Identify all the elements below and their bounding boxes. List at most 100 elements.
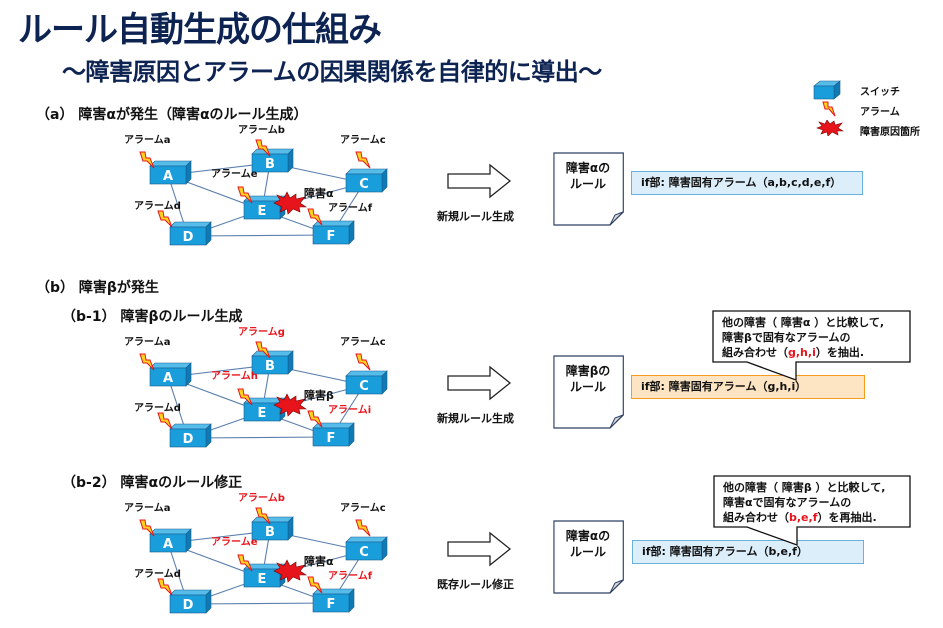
switch-node-e: E <box>243 397 286 422</box>
callout-highlight: g,h,i <box>788 346 816 359</box>
network-link <box>187 602 332 605</box>
arrow-label-b1: 新規ルール生成 <box>437 412 514 425</box>
alarm-lightning-icon <box>237 554 253 572</box>
alarm-label-d: アラームd <box>134 200 181 212</box>
right-arrow-icon <box>447 365 512 401</box>
rule-document-b1: 障害βの ルール <box>553 355 625 429</box>
document-icon <box>553 520 624 594</box>
alarm-label-b: アラームb <box>238 493 285 504</box>
switch-node-d: D <box>169 221 212 246</box>
callout-b1: 他の障害（ 障害α ）と比較して, 障害βで固有なアラームの 組み合わせ（g,h… <box>712 310 912 381</box>
switch-node-b: B <box>251 148 294 173</box>
failure-burst-icon <box>816 120 844 136</box>
failure-burst-icon <box>273 393 307 417</box>
switch-node-a: A <box>149 362 192 387</box>
switch-node-b: B <box>251 516 294 541</box>
callout-text: ）を抽出. <box>815 346 865 359</box>
rule-doc-subtitle: ルール <box>569 380 606 394</box>
callout-line-2: 障害βで固有なアラームの <box>722 331 851 344</box>
alarm-lightning-icon <box>157 412 173 430</box>
alarm-lightning-icon <box>255 507 271 525</box>
alarm-lightning-icon <box>307 410 323 428</box>
alarm-label-a: アラームa <box>124 336 170 348</box>
failure-label: 障害β <box>304 388 334 402</box>
callout-text: 組み合わせ（ <box>723 511 789 524</box>
section-b1-heading: （b-1） 障害βのルール生成 <box>62 309 243 325</box>
callout-line-1: 他の障害（ 障害α ）と比較して, <box>722 316 885 329</box>
legend-label-switch: スイッチ <box>860 87 900 98</box>
switch-node-label: E <box>258 204 267 219</box>
rule-doc-title: 障害αの <box>565 529 611 543</box>
alarm-lightning-icon <box>255 139 271 157</box>
switch-node-label: B <box>265 157 275 172</box>
switch-node-label: F <box>327 597 336 612</box>
switch-node-d: D <box>169 423 212 448</box>
legend-label-failure: 障害原因箇所 <box>860 127 920 138</box>
alarm-lightning-icon <box>157 578 173 596</box>
switch-node-f: F <box>312 422 355 447</box>
document-icon <box>553 355 624 429</box>
section-b-heading: （b） 障害βが発生 <box>36 280 159 296</box>
failure-label: 障害α <box>304 186 334 200</box>
legend-label-alarm: アラーム <box>860 107 900 118</box>
arrow-label-a: 新規ルール生成 <box>437 210 514 223</box>
alarm-label-a: アラームa <box>124 502 170 514</box>
alarm-label-b: アラームb <box>238 125 285 136</box>
switch-node-b: B <box>251 350 294 375</box>
alarm-label-g: アラームg <box>238 327 285 338</box>
switch-node-label: F <box>327 431 336 446</box>
alarm-label-i: アラームi <box>328 404 371 416</box>
switch-node-label: C <box>359 177 369 192</box>
alarm-lightning-icon <box>307 576 323 594</box>
switch-node-label: D <box>183 230 194 245</box>
rule-document-a: 障害αの ルール <box>553 152 625 226</box>
alarm-lightning-icon <box>355 519 371 537</box>
alarm-lightning-icon <box>139 353 155 371</box>
switch-node-label: A <box>163 537 173 552</box>
page-title: ルール自動生成の仕組み <box>18 10 382 50</box>
rule-doc-title: 障害βの <box>565 364 611 378</box>
alarm-label-f: アラームf <box>328 202 373 214</box>
switch-node-c: C <box>345 168 388 193</box>
switch-node-label: A <box>163 169 173 184</box>
if-clause-a: if部: 障害固有アラーム（a,b,c,d,e,f） <box>631 171 863 195</box>
network-link <box>187 234 332 237</box>
document-icon <box>553 152 624 226</box>
callout-text: ）を再抽出. <box>817 511 877 524</box>
alarm-label-e: アラームe <box>211 536 258 548</box>
alarm-lightning-icon <box>237 186 253 204</box>
section-a-heading: （a） 障害αが発生（障害αのルール生成） <box>36 107 308 123</box>
alarm-lightning-icon <box>355 151 371 169</box>
callout-line-3: 組み合わせ（b,e,f）を再抽出. <box>723 510 885 525</box>
switch-node-c: C <box>345 370 388 395</box>
switch-node-label: A <box>163 371 173 386</box>
right-arrow-icon <box>447 163 512 199</box>
if-clause-b2: if部: 障害固有アラーム（b,e,f） <box>632 540 864 564</box>
switch-node-label: E <box>258 406 267 421</box>
alarm-label-d: アラームd <box>134 568 181 580</box>
switch-node-label: F <box>327 229 336 244</box>
rule-doc-title: 障害αの <box>565 161 611 175</box>
failure-burst-icon <box>273 191 307 215</box>
switch-node-d: D <box>169 589 212 614</box>
network-link <box>187 436 332 439</box>
alarm-lightning-icon <box>355 353 371 371</box>
page-subtitle: ～障害原因とアラームの因果関係を自律的に導出～ <box>62 58 602 86</box>
callout-b2: 他の障害（ 障害β ）と比較して, 障害αで固有なアラームの 組み合わせ（b,e… <box>713 475 913 546</box>
switch-node-label: B <box>265 525 275 540</box>
alarm-label-a: アラームa <box>124 134 170 146</box>
alarm-label-c: アラームc <box>340 336 386 348</box>
failure-burst-icon <box>273 559 307 583</box>
alarm-label-e: アラームe <box>211 168 258 180</box>
switch-node-a: A <box>149 160 192 185</box>
rule-document-b2: 障害αの ルール <box>553 520 625 594</box>
alarm-lightning-icon <box>139 151 155 169</box>
switch-node-label: D <box>183 598 194 613</box>
switch-node-label: B <box>265 359 275 374</box>
rule-doc-subtitle: ルール <box>569 545 606 559</box>
alarm-label-c: アラームc <box>340 502 386 514</box>
switch-node-label: C <box>359 379 369 394</box>
